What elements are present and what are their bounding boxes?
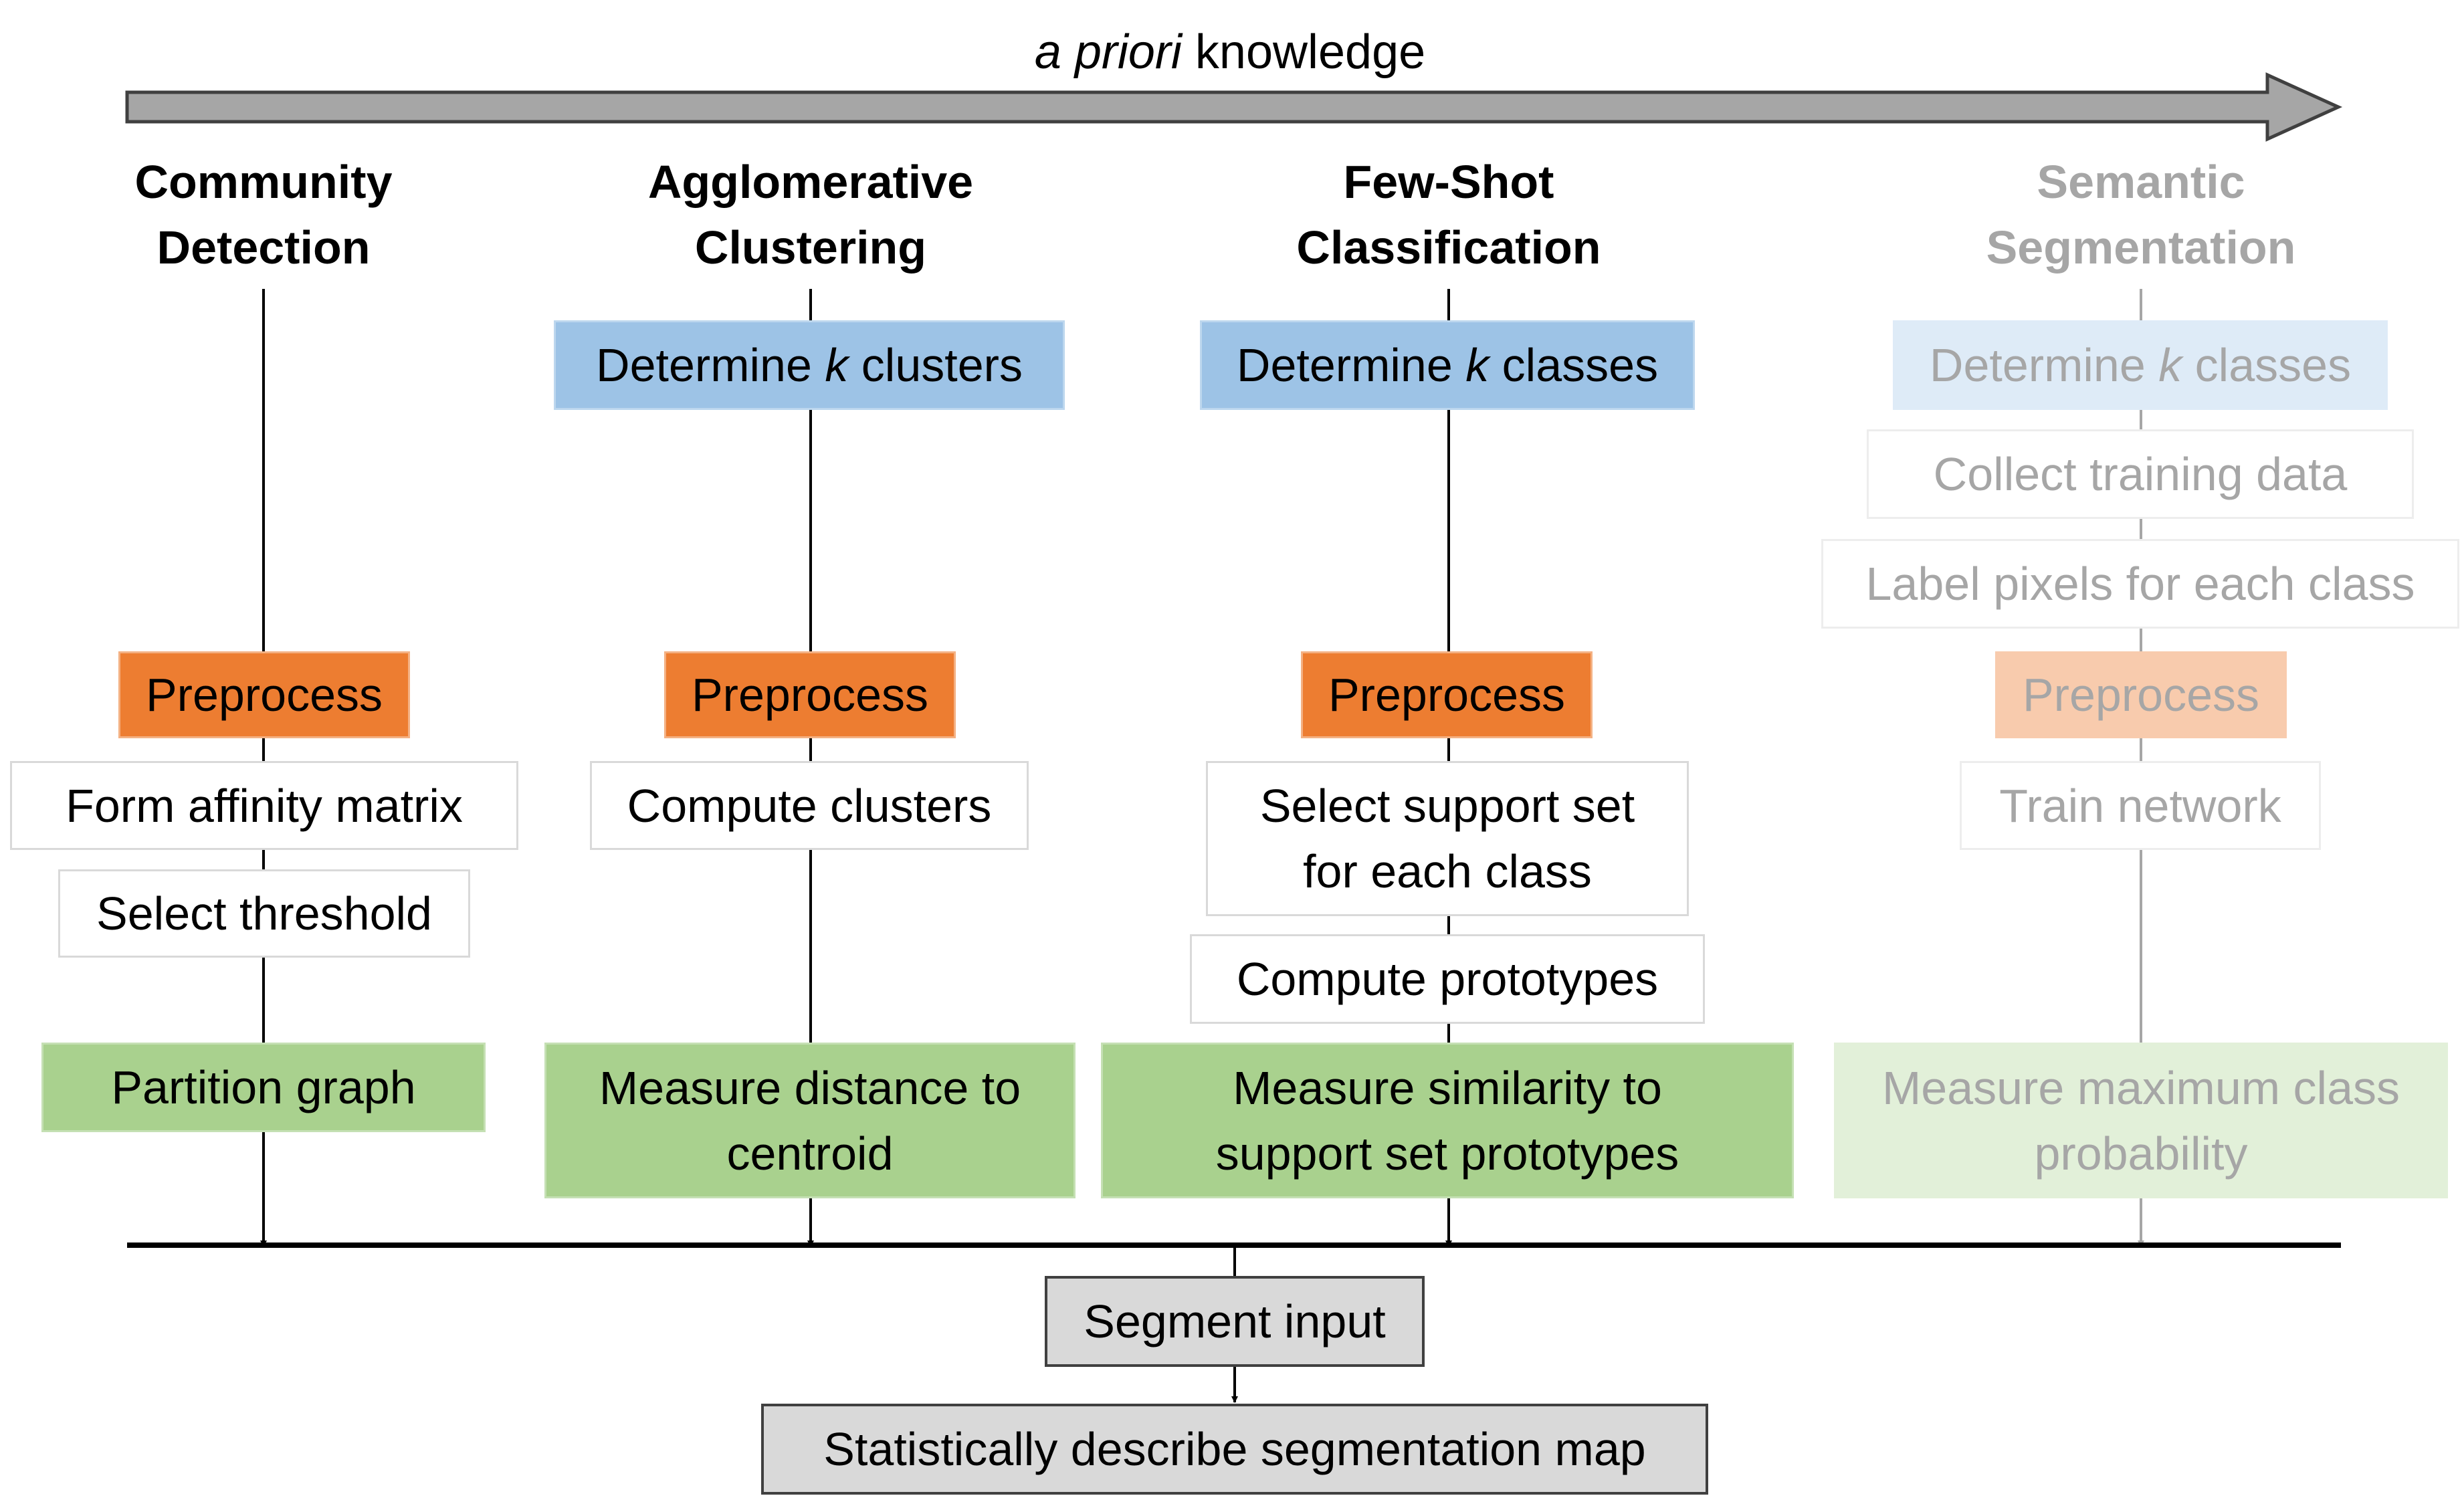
column1-affinity-label: Form affinity matrix (66, 779, 463, 832)
column2-preprocess-box: Preprocess (664, 651, 956, 738)
column4-determine-post: classes (2182, 339, 2352, 391)
column3-prototypes-label: Compute prototypes (1236, 953, 1659, 1005)
column2-determine-label: Determine k clusters (596, 332, 1023, 398)
column4-determine-k: k (2158, 339, 2182, 391)
column1-partition-label: Partition graph (111, 1061, 416, 1113)
column4-preprocess-box: Preprocess (1995, 651, 2287, 738)
column3-determine-post: classes (1489, 339, 1659, 391)
column2-title-line2: Clustering (694, 221, 927, 274)
column4-collect-label: Collect training data (1933, 448, 2348, 500)
column3-support-set-line1: Select support set (1259, 780, 1635, 832)
column2-distance-box: Measure distance to centroid (544, 1043, 1075, 1198)
column3-similarity-line1: Measure similarity to (1233, 1061, 1662, 1114)
column1-title-line1: Community (134, 156, 393, 208)
column1-threshold-label: Select threshold (96, 887, 432, 940)
column3-prototypes-box: Compute prototypes (1190, 934, 1705, 1024)
column4-max-prob-line1: Measure maximum class (1881, 1061, 2400, 1114)
column1-title-line2: Detection (157, 221, 371, 274)
column2-determine-post: clusters (848, 339, 1023, 391)
column4-max-prob-box: Measure maximum class probability (1834, 1043, 2448, 1198)
column3-preprocess-label: Preprocess (1328, 669, 1566, 721)
column3-similarity-line2: support set prototypes (1215, 1127, 1679, 1180)
column3-support-set-line2: for each class (1303, 845, 1592, 897)
column3-support-set-box: Select support set for each class (1206, 761, 1689, 916)
column1-preprocess-label: Preprocess (145, 669, 383, 721)
column1-affinity-box: Form affinity matrix (10, 761, 518, 850)
column3-title: Few-Shot Classification (1181, 149, 1716, 280)
column3-determine-pre: Determine (1236, 339, 1466, 391)
column4-label-pixels-box: Label pixels for each class (1821, 539, 2459, 629)
column4-collect-box: Collect training data (1867, 429, 2414, 519)
column3-title-line2: Classification (1296, 221, 1601, 274)
column2-determine-pre: Determine (596, 339, 825, 391)
column3-determine-box: Determine k classes (1200, 320, 1695, 410)
column2-title: Agglomerative Clustering (543, 149, 1078, 280)
column3-determine-label: Determine k classes (1237, 332, 1658, 398)
column2-determine-box: Determine k clusters (554, 320, 1065, 410)
column4-train-label: Train network (1999, 779, 2281, 832)
column2-distance-line1: Measure distance to (599, 1061, 1021, 1114)
segment-input-box: Segment input (1045, 1276, 1425, 1367)
column2-distance-line2: centroid (726, 1127, 894, 1180)
knowledge-label-italic: a priori (1034, 25, 1182, 79)
column3-preprocess-box: Preprocess (1301, 651, 1593, 738)
column1-title: Community Detection (0, 149, 531, 280)
knowledge-label: a priori knowledge (962, 19, 1498, 86)
column4-title-line2: Segmentation (1986, 221, 2296, 274)
column1-threshold-box: Select threshold (58, 869, 470, 958)
column2-title-line1: Agglomerative (647, 156, 974, 208)
describe-map-label: Statistically describe segmentation map (823, 1423, 1646, 1475)
column1-preprocess-box: Preprocess (118, 651, 410, 738)
column3-title-line1: Few-Shot (1343, 156, 1554, 208)
column1-partition-box: Partition graph (41, 1043, 486, 1132)
column2-compute-clusters-box: Compute clusters (590, 761, 1029, 850)
column2-determine-k: k (825, 339, 849, 391)
column4-max-prob-line2: probability (2034, 1127, 2248, 1180)
column3-determine-k: k (1465, 339, 1490, 391)
column2-preprocess-label: Preprocess (691, 669, 929, 721)
column4-determine-label: Determine k classes (1930, 332, 2351, 398)
column4-title-line1: Semantic (2037, 156, 2245, 208)
column3-similarity-box: Measure similarity to support set protot… (1101, 1043, 1794, 1198)
column4-label-pixels-label: Label pixels for each class (1865, 558, 2415, 610)
column4-train-box: Train network (1960, 761, 2321, 850)
column4-title: Semantic Segmentation (1873, 149, 2408, 280)
column4-determine-pre: Determine (1929, 339, 2159, 391)
column4-preprocess-label: Preprocess (2022, 669, 2260, 721)
column2-compute-clusters-label: Compute clusters (627, 779, 992, 832)
knowledge-arrow (125, 72, 2343, 142)
knowledge-label-suffix: knowledge (1195, 25, 1426, 79)
column4-determine-box: Determine k classes (1893, 320, 2388, 410)
describe-map-box: Statistically describe segmentation map (761, 1404, 1708, 1495)
segment-input-label: Segment input (1084, 1295, 1386, 1347)
